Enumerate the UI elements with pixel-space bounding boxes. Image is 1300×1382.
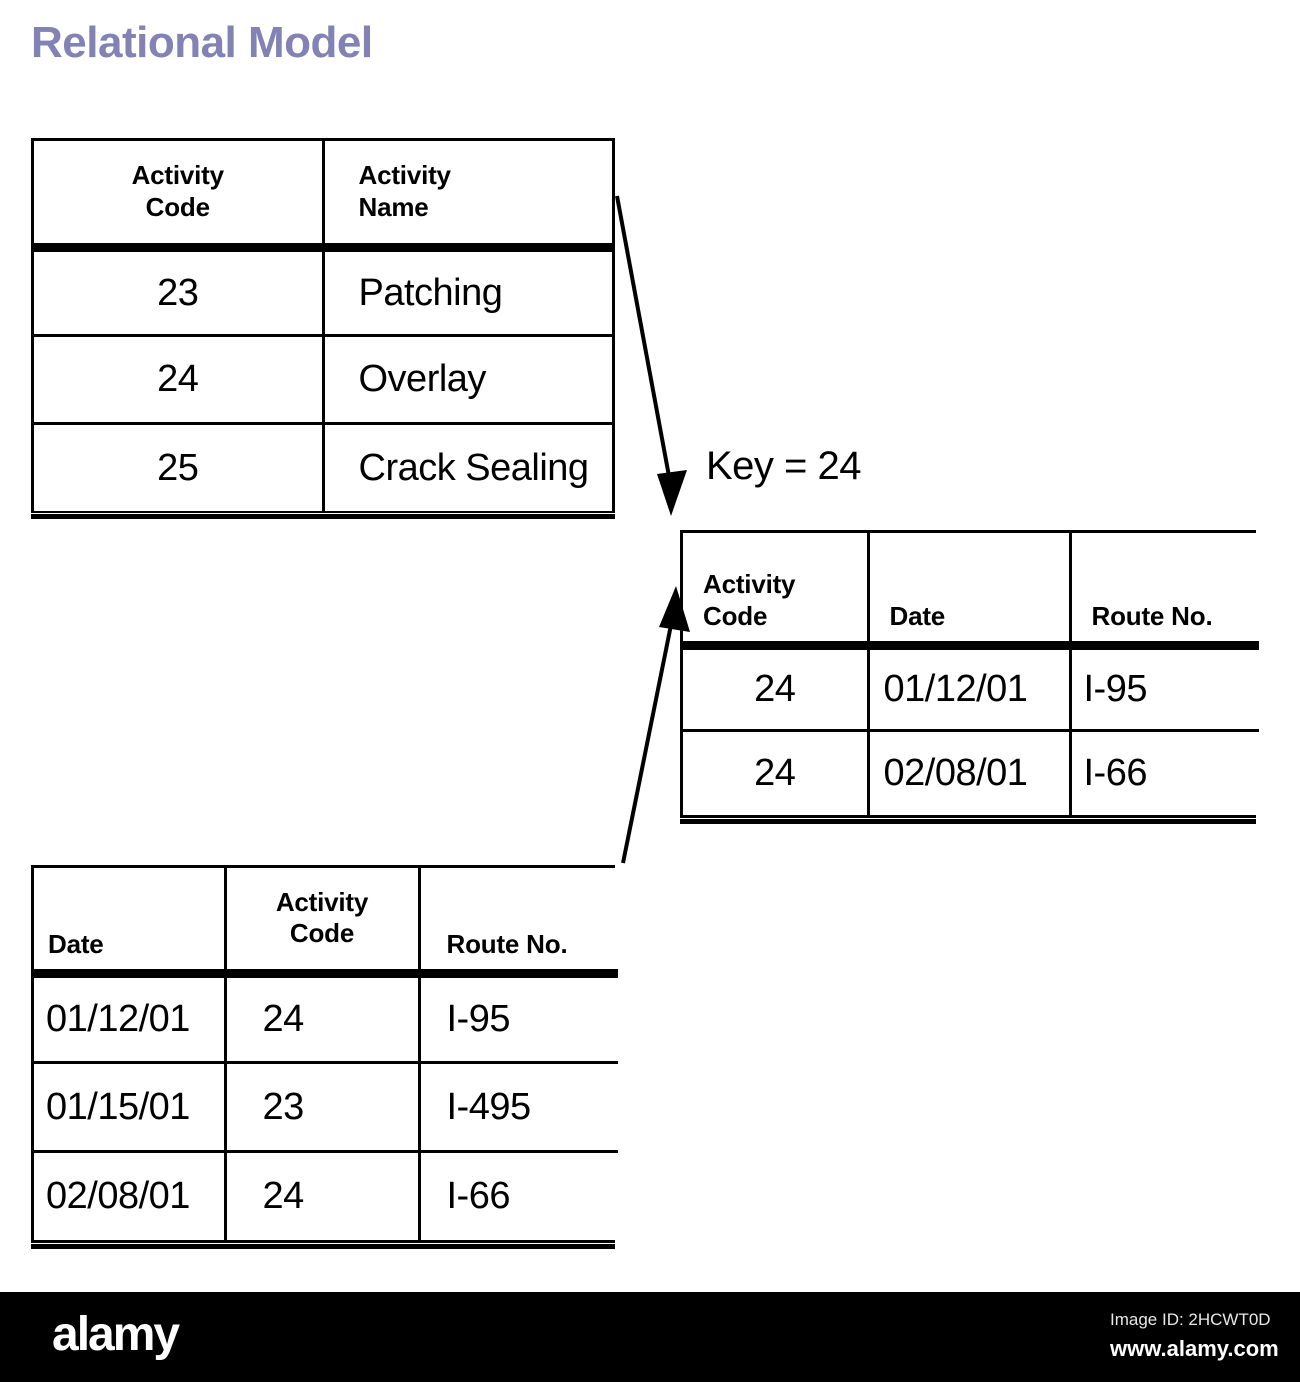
cell-route-no: I-66 [417,1149,618,1240]
header-line-1: Activity [275,886,369,917]
cell-activity-code: 25 [34,421,325,511]
table-header-row: Activity Code Date Route No. [683,533,1259,650]
cell-activity-name: Patching [321,247,612,335]
cell-activity-code: 24 [683,728,870,815]
cell-date: 02/08/01 [34,1149,227,1240]
cell-activity-code: 23 [34,247,325,335]
cell-date: 02/08/01 [866,728,1072,815]
cell-route-no: I-66 [1068,728,1259,815]
alamy-footer-bar: alamy Image ID: 2HCWT0D www.alamy.com [0,1292,1300,1382]
table-row: 23 Patching [34,247,612,335]
table-row: 25 Crack Sealing [34,421,612,511]
cell-activity-name: Crack Sealing [321,421,612,511]
column-header-route-no: Route No. [417,868,618,978]
column-header-date: Date [34,868,227,978]
cell-date: 01/12/01 [34,973,227,1062]
cell-activity-code: 24 [34,333,325,423]
header-line-2: Route No. [446,928,568,959]
cell-date: 01/12/01 [866,645,1072,730]
alamy-url-label: www.alamy.com [1110,1336,1279,1361]
cell-date: 01/15/01 [34,1060,227,1151]
table-row: 02/08/01 24 I-66 [34,1149,618,1240]
cell-activity-code: 23 [223,1060,421,1151]
header-line-2: Code [289,918,355,949]
column-header-activity-code: Activity Code [223,868,421,978]
page-title: Relational Model [31,18,373,67]
table-row: 01/15/01 23 I-495 [34,1060,618,1151]
table-row: 24 02/08/01 I-66 [683,728,1259,815]
result-table: Activity Code Date Route No. 24 01/12/01… [680,530,1259,824]
header-line-2: Code [145,191,210,222]
table-header-row: Activity Code Activity Name [34,141,612,252]
column-header-activity-name: Activity Name [321,141,612,252]
header-line-2: Name [358,191,429,222]
header-line-2: Route No. [1091,600,1213,631]
header-line-2: Code [703,600,768,631]
alamy-logo: alamy [52,1308,180,1361]
table-header-row: Date Activity Code Route No. [34,868,618,978]
header-line-1: Activity [131,160,225,191]
header-line-2: Date [889,600,946,631]
arrow-activity-to-result-icon [615,195,687,516]
key-label: Key = 24 [706,444,862,488]
cell-activity-name: Overlay [321,333,612,423]
header-line-1: Activity [703,569,796,600]
cell-activity-code: 24 [683,645,870,730]
cell-activity-code: 24 [223,1149,421,1240]
cell-route-no: I-95 [417,973,618,1062]
table-row: 24 Overlay [34,333,612,423]
diagram-canvas: Relational Model Activity Code Activity … [31,18,1259,1249]
cell-activity-code: 24 [223,973,421,1062]
column-header-route-no: Route No. [1068,533,1259,650]
log-table: Date Activity Code Route No. 01/12/01 24… [31,865,618,1249]
image-id-label: Image ID: 2HCWT0D [1110,1310,1271,1329]
header-line-2: Date [48,928,104,959]
cell-route-no: I-495 [417,1060,618,1151]
column-header-activity-code: Activity Code [34,141,325,252]
table-row: 01/12/01 24 I-95 [34,973,618,1062]
column-header-date: Date [866,533,1072,650]
table-row: 24 01/12/01 I-95 [683,645,1259,730]
cell-route-no: I-95 [1068,645,1259,730]
column-header-activity-code: Activity Code [683,533,870,650]
activity-table: Activity Code Activity Name 23 Patching … [31,138,615,519]
header-line-1: Activity [358,160,452,191]
